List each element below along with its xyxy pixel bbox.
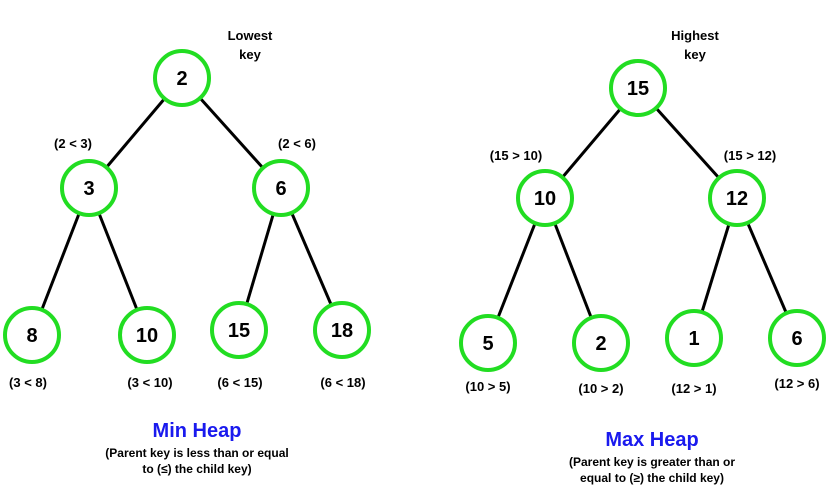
max-node-right-left: 1	[665, 309, 723, 367]
max-node-key: 5	[482, 333, 493, 355]
max-node-key: 12	[726, 188, 748, 210]
min-heap-subtitle-line1: (Parent key is less than or equal	[105, 446, 288, 460]
max-heap-subtitle-line2: equal to (≥) the child key)	[580, 471, 724, 485]
min-root-note-line1: Lowest	[228, 28, 273, 43]
min-heap: 2 3 6 8 10 15 18 Lowest key (2 <	[3, 28, 371, 476]
min-root-note-line2: key	[239, 47, 261, 62]
max-root-note-line1: Highest	[671, 28, 719, 43]
min-heap-title: Min Heap	[153, 420, 242, 442]
max-node-left-right: 2	[572, 314, 630, 372]
max-node-key: 1	[688, 328, 699, 350]
min-node-key: 6	[275, 178, 286, 200]
max-node-key: 15	[627, 78, 649, 100]
min-edge-label: (6 < 18)	[320, 375, 365, 390]
min-heap-subtitle-line2: to (≤) the child key)	[142, 462, 251, 476]
min-node-left-right: 10	[118, 306, 176, 364]
max-edge-label: (12 > 6)	[774, 376, 819, 391]
max-node-root: 15	[609, 59, 667, 117]
min-node-key: 3	[83, 178, 94, 200]
max-node-right-right: 6	[768, 309, 826, 367]
max-heap-subtitle-line1: (Parent key is greater than or	[569, 455, 735, 469]
max-node-key: 10	[534, 188, 556, 210]
min-node-key: 10	[136, 325, 158, 347]
max-node-key: 6	[791, 328, 802, 350]
max-heap: 15 10 12 5 2 1 6 Highest key (15	[459, 28, 826, 485]
min-node-left-left: 8	[3, 306, 61, 364]
min-edge-label: (2 < 6)	[278, 136, 316, 151]
max-edge-label: (10 > 2)	[578, 381, 623, 396]
max-node-key: 2	[595, 333, 606, 355]
max-edge-label: (15 > 12)	[724, 148, 776, 163]
max-node-left-left: 5	[459, 314, 517, 372]
min-node-root: 2	[153, 49, 211, 107]
min-node-right-right: 18	[313, 301, 371, 359]
min-edge-label: (3 < 8)	[9, 375, 47, 390]
min-node-key: 15	[228, 320, 250, 342]
max-edge-label: (12 > 1)	[671, 381, 716, 396]
max-node-left: 10	[516, 169, 574, 227]
min-node-right-left: 15	[210, 301, 268, 359]
max-node-right: 12	[708, 169, 766, 227]
min-node-right: 6	[252, 159, 310, 217]
max-edge-label: (10 > 5)	[465, 379, 510, 394]
min-edge-label: (6 < 15)	[217, 375, 262, 390]
max-heap-title: Max Heap	[605, 429, 698, 451]
min-node-key: 2	[176, 68, 187, 90]
max-root-note-line2: key	[684, 47, 706, 62]
min-node-left: 3	[60, 159, 118, 217]
max-edge-label: (15 > 10)	[490, 148, 542, 163]
min-edge-label: (2 < 3)	[54, 136, 92, 151]
min-node-key: 18	[331, 320, 353, 342]
min-node-key: 8	[26, 325, 37, 347]
min-edge-label: (3 < 10)	[127, 375, 172, 390]
